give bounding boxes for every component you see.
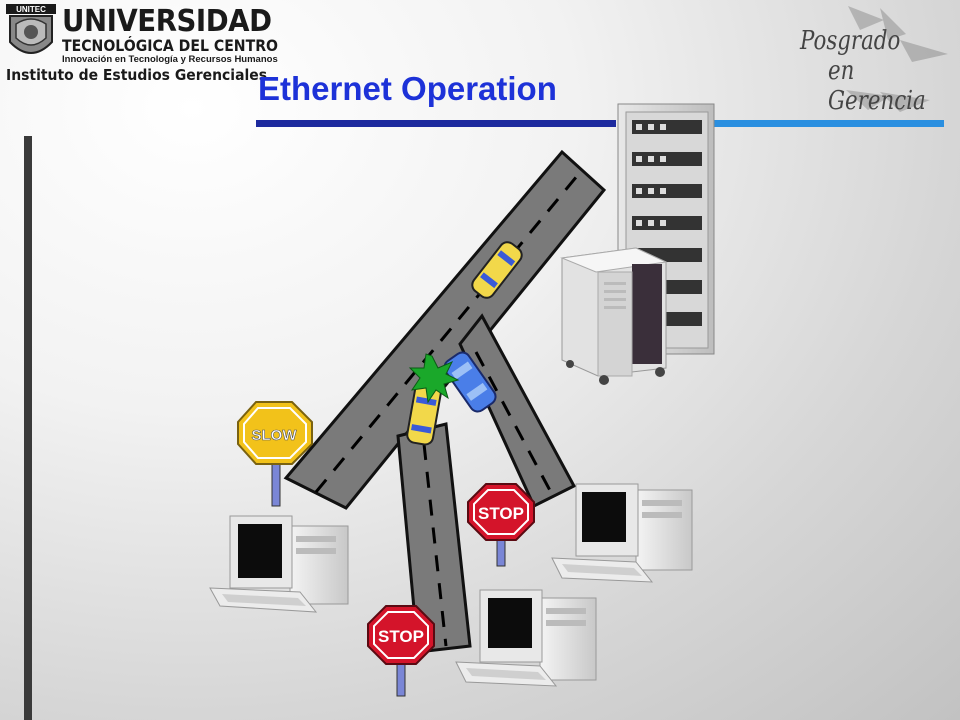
yellow-car-collision — [406, 382, 442, 446]
title-rule-light — [708, 120, 944, 127]
blue-car-collision — [443, 351, 497, 413]
university-crest-icon: UNITEC — [6, 4, 56, 54]
road-network — [283, 149, 607, 654]
stop-sign-bottom-text: STOP — [378, 627, 424, 646]
workstation-left — [209, 515, 349, 613]
yellow-car-top — [471, 241, 523, 299]
stop-sign-right: STOP — [467, 483, 535, 567]
badge-text: UNITEC — [16, 5, 46, 14]
program-line-2: en Gerencia — [828, 56, 926, 116]
tower-server — [560, 247, 668, 385]
university-name: UNIVERSIDAD — [62, 4, 272, 39]
stop-sign-bottom: STOP — [367, 605, 435, 697]
stop-sign-right-text: STOP — [478, 504, 524, 523]
collision-burst-icon — [408, 353, 460, 404]
slide-title: Ethernet Operation — [258, 70, 557, 107]
slow-sign-text: SLOW — [252, 427, 298, 444]
left-vertical-bar — [24, 136, 32, 720]
university-logo: UNITEC UNIVERSIDAD — [4, 2, 272, 86]
workstation-bottom — [455, 589, 597, 687]
slow-sign: SLOW — [237, 401, 313, 507]
title-rule-dark — [256, 120, 616, 127]
university-tagline: Innovación en Tecnología y Recursos Huma… — [62, 54, 278, 65]
program-line-1: Posgrado — [800, 26, 901, 56]
institute-name: Instituto de Estudios Gerenciales — [6, 66, 268, 84]
university-subtitle: TECNOLÓGICA DEL CENTRO — [62, 36, 279, 55]
workstation-right — [551, 483, 693, 583]
